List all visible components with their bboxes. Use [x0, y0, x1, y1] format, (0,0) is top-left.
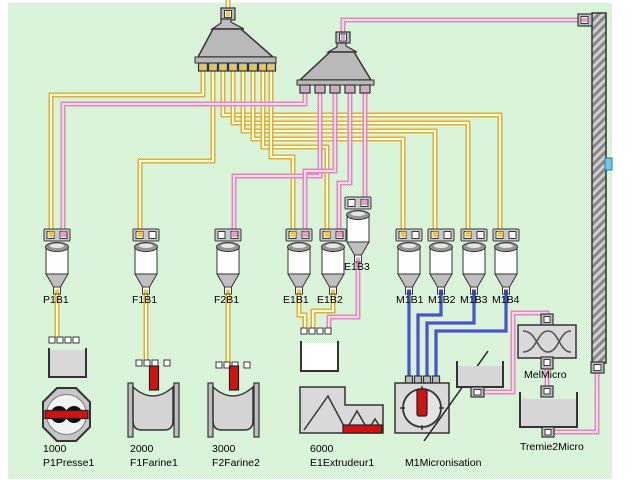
rotor-bar-icon	[416, 388, 428, 417]
machine-label: M1Micronisation	[405, 457, 482, 469]
distributor-2-outlets	[299, 84, 371, 94]
bin-label: M1B4	[492, 294, 520, 306]
bin-M1B3[interactable]	[460, 228, 488, 295]
machine-label: P1Presse1	[43, 457, 95, 469]
extruder-feed-tank[interactable]	[300, 327, 339, 372]
agitator-bar-icon	[228, 365, 240, 391]
bin-label: M1B3	[460, 294, 488, 306]
extruder-profile-icon	[303, 394, 383, 432]
machine-value: 6000	[310, 443, 334, 455]
bin-E1B3[interactable]	[344, 196, 372, 263]
machine-M1Micronisation[interactable]	[394, 375, 450, 434]
elevator-top-port-icon	[582, 18, 587, 22]
extruder-bar-icon	[342, 424, 383, 434]
machine-E1Extrudeur1[interactable]	[299, 386, 384, 434]
machine-label: Tremie2Micro	[520, 441, 584, 453]
inlet-port-icon	[226, 11, 230, 17]
bin-M1B2[interactable]	[427, 228, 455, 295]
bin-label: M1B1	[396, 294, 424, 306]
machine-label: E1Extrudeur1	[310, 457, 374, 469]
mixer-wave-icon	[522, 330, 572, 353]
machine-F2Farine2[interactable]	[207, 361, 260, 438]
distributor-2[interactable]	[296, 31, 375, 94]
agitator-bar-icon	[148, 365, 160, 391]
machine-F1Farine1[interactable]	[127, 359, 180, 438]
bin-M1B4[interactable]	[492, 228, 520, 295]
machine-Tremie2Micro[interactable]	[519, 385, 578, 438]
machine-value: 2000	[130, 443, 154, 455]
bin-label: F2B1	[214, 294, 239, 306]
mixer-wave-icon	[522, 330, 572, 353]
bin-label: E1B1	[283, 294, 309, 306]
level-indicator-icon	[604, 157, 613, 171]
bin-label: P1B1	[43, 294, 69, 306]
distributor-1-outlets	[197, 62, 277, 72]
press-feed-tank[interactable]	[48, 336, 87, 378]
bin-label: E1B3	[344, 261, 370, 273]
bin-label: M1B2	[428, 294, 456, 306]
machine-MelMicro[interactable]	[517, 313, 577, 370]
machine-label: F2Farine2	[212, 457, 260, 469]
bin-label: F1B1	[132, 294, 157, 306]
bin-E1B1[interactable]	[285, 228, 313, 295]
press-bar-icon	[44, 409, 89, 420]
machine-value: 1000	[43, 443, 67, 455]
distributor-1[interactable]	[194, 7, 277, 72]
bin-F1B1[interactable]	[132, 228, 160, 295]
machine-value: 3000	[212, 443, 236, 455]
bucket-elevator[interactable]	[577, 12, 607, 374]
machine-P1Presse1[interactable]	[42, 387, 91, 442]
micro-discharge-tank[interactable]	[456, 361, 504, 398]
machine-label: F1Farine1	[130, 457, 178, 469]
bin-P1B1[interactable]	[43, 228, 71, 295]
bin-label: E1B2	[317, 294, 343, 306]
bin-M1B1[interactable]	[395, 228, 423, 295]
bin-F2B1[interactable]	[214, 228, 242, 295]
bin-E1B2[interactable]	[319, 228, 347, 295]
machine-label: MelMicro	[524, 369, 567, 381]
inlet-port-icon	[341, 35, 345, 40]
